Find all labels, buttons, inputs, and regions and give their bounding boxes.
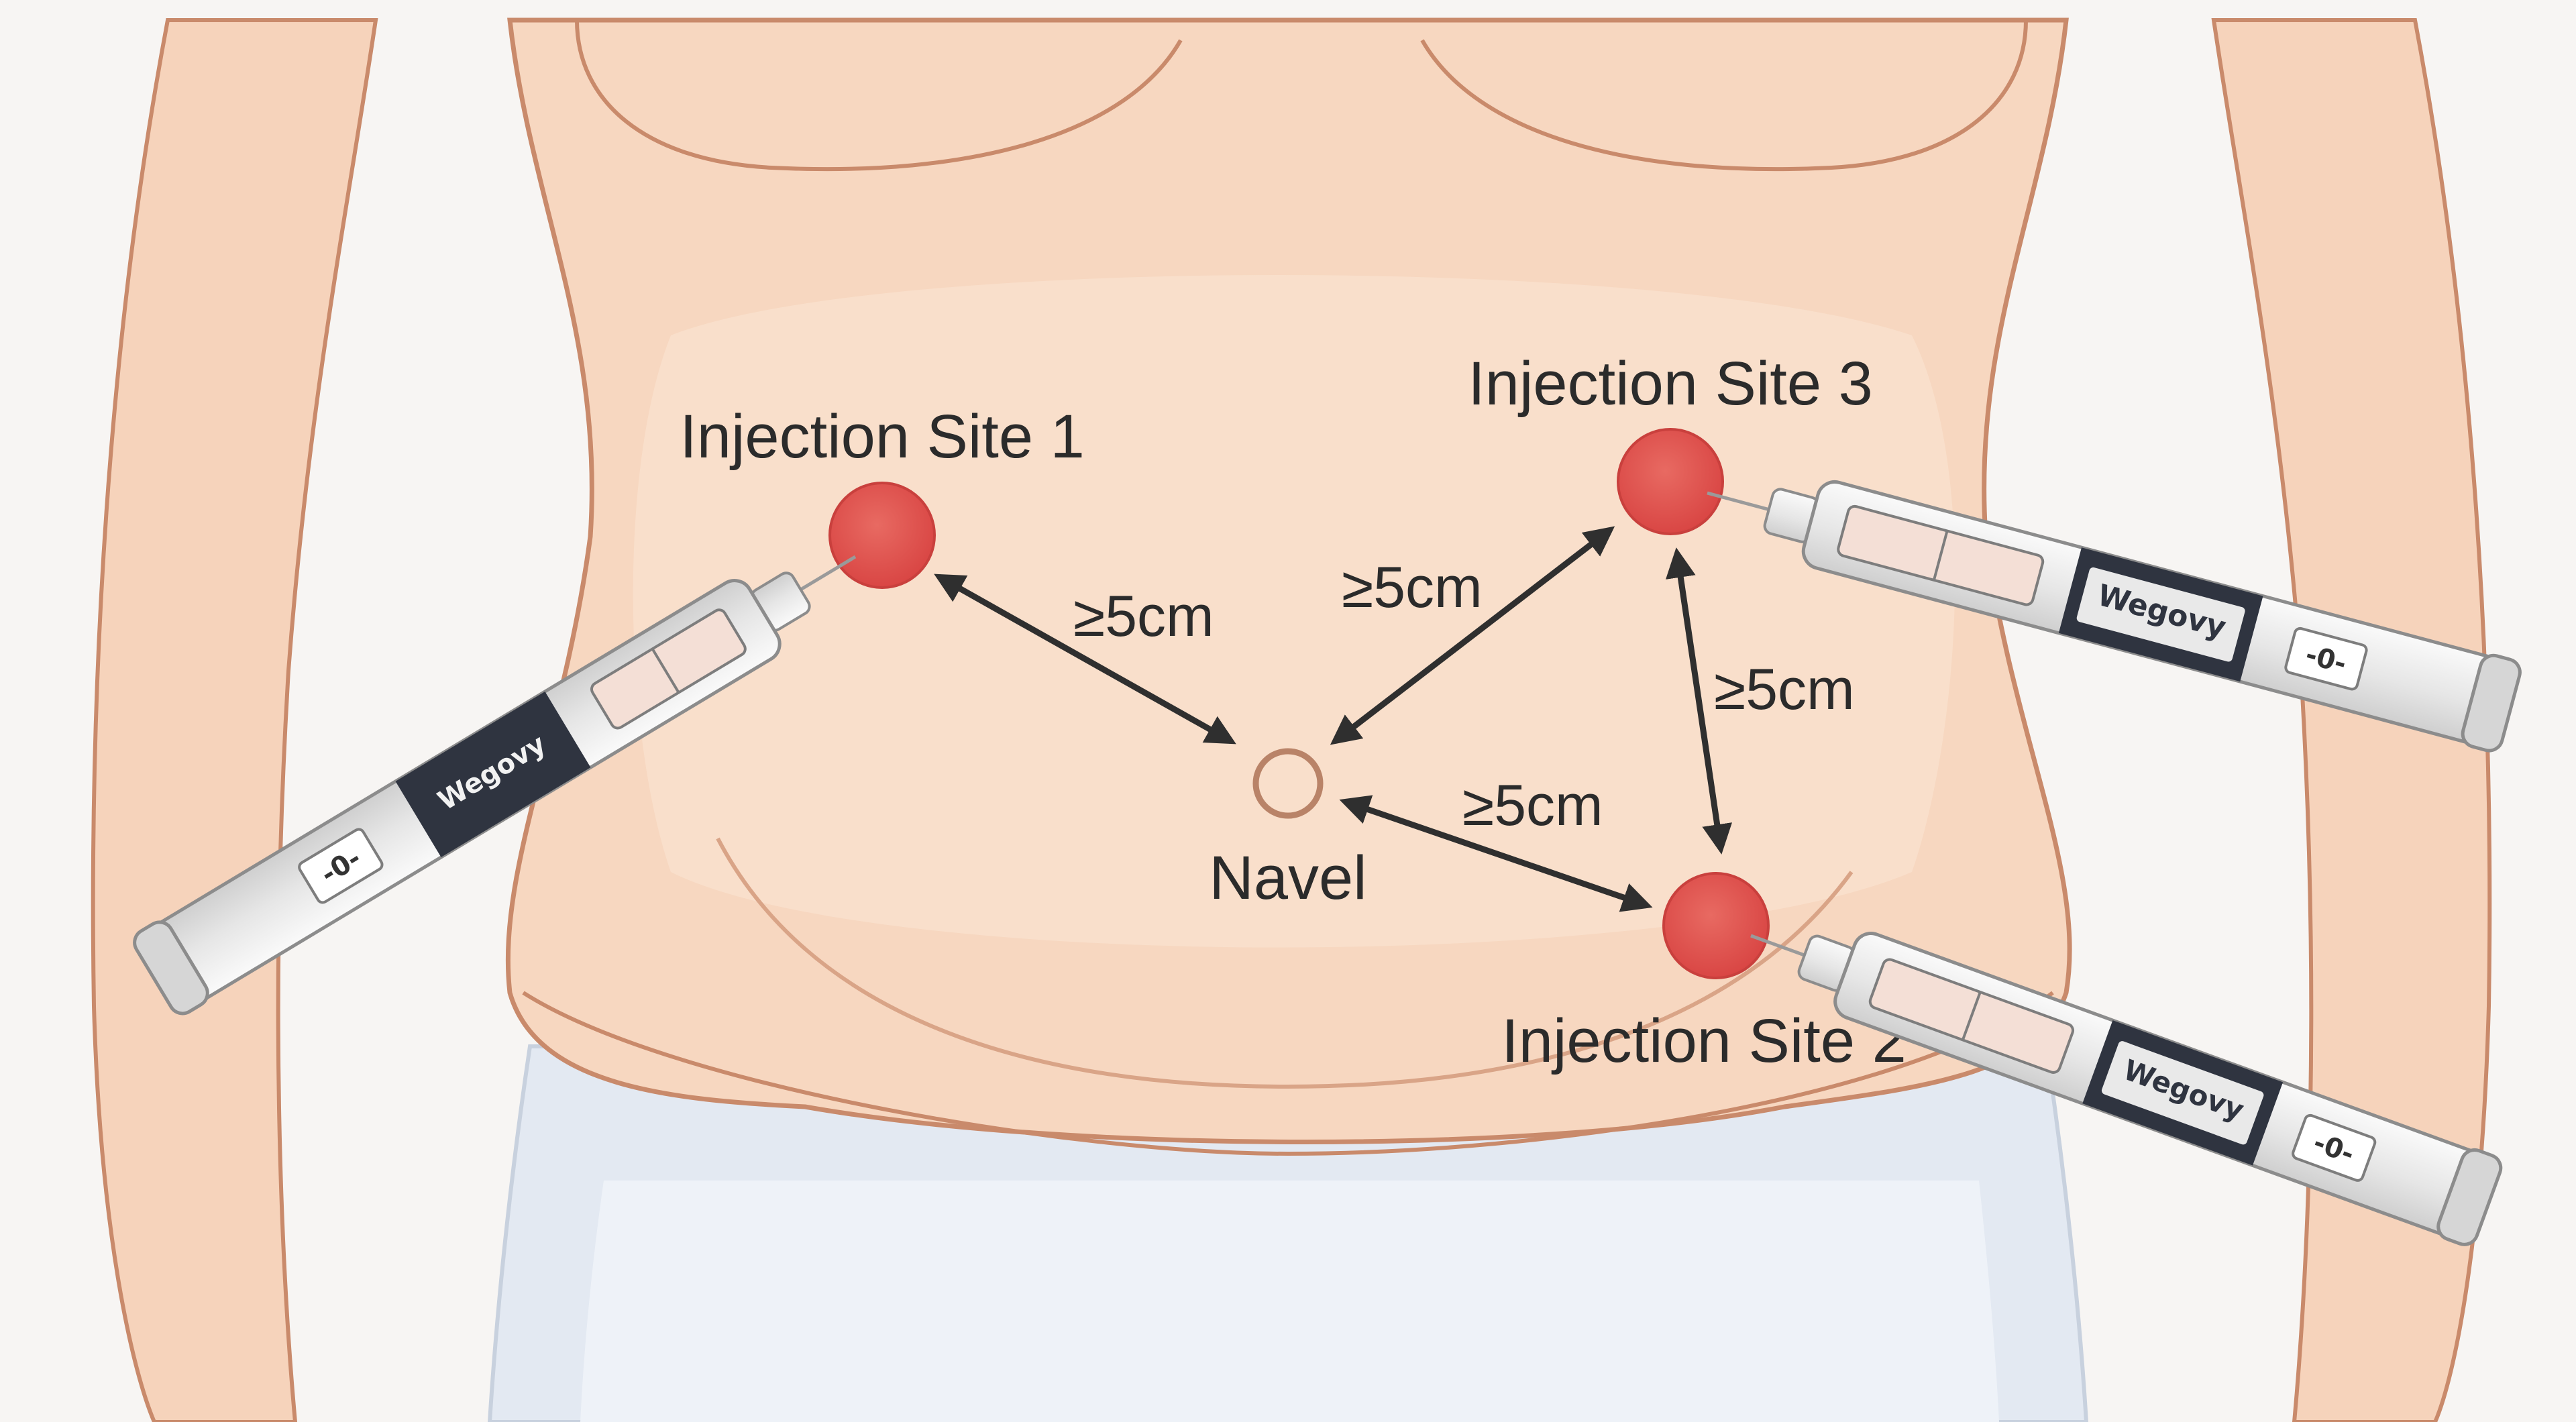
pen-dose-window	[2292, 1113, 2377, 1182]
belly-fold	[716, 837, 1854, 1089]
navel-label: Navel	[1209, 844, 1366, 912]
distance-label-site3-navel: ≥5cm	[1342, 555, 1483, 620]
pen-dose-window	[298, 828, 384, 904]
arrow-navel-site2	[1339, 795, 1653, 912]
pen-needle	[796, 555, 857, 593]
distance-label-site3-site2: ≥5cm	[1714, 657, 1855, 722]
injection-site-2-label: Injection Site 2	[1501, 1007, 1906, 1075]
injection-site-1-marker	[828, 482, 936, 589]
distance-label-site1: ≥5cm	[1073, 584, 1214, 649]
navel-marker	[1252, 748, 1324, 819]
pen-end-cap	[2436, 1148, 2503, 1246]
pen-end-cap	[133, 920, 209, 1016]
pen-end-cap	[2461, 653, 2522, 753]
garment-highlight	[580, 1181, 1999, 1422]
belly-shading	[633, 275, 1955, 948]
injection-pen-3: Wegovy -0-	[1707, 480, 2522, 753]
pen-window-divider	[1932, 530, 1949, 581]
arrow-site1-navel	[934, 573, 1236, 745]
pen-window-divider	[1962, 991, 1982, 1041]
pen-label-inner	[2101, 1041, 2264, 1145]
pen-needle	[1750, 934, 1809, 959]
injection-site-1-label: Injection Site 1	[680, 402, 1084, 471]
pen-needle	[1707, 491, 1773, 512]
chest-fold-left	[575, 19, 1183, 172]
arrow-site3-site2	[1666, 547, 1732, 855]
injection-site-2-marker	[1662, 872, 1770, 979]
pen-label-inner	[2076, 567, 2245, 662]
pen-window	[590, 608, 747, 730]
pen-window-divider	[651, 648, 680, 694]
pen-label	[395, 691, 591, 858]
injection-pen-1: Wegovy -0-	[133, 555, 857, 1016]
injection-site-3-marker	[1617, 428, 1724, 535]
pen-dose-window	[2284, 626, 2368, 691]
arrow-navel-site3	[1330, 526, 1615, 745]
distance-label-navel-site2: ≥5cm	[1462, 773, 1603, 838]
injection-pen-2: Wegovy -0-	[1750, 932, 2503, 1246]
chest-fold-right	[1420, 19, 2028, 172]
waist-crease	[522, 991, 2054, 1156]
injection-site-3-label: Injection Site 3	[1468, 349, 1872, 418]
